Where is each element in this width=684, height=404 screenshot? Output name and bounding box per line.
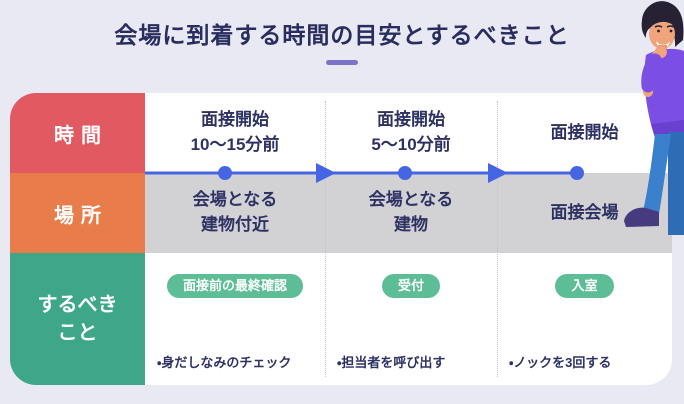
page-title: 会場に到着する時間の目安とするべきこと <box>114 22 570 48</box>
todo-cell-3: 入室 ・ノックを3回する ・30度のお辞儀をして 椅子の横に立つ <box>497 253 672 385</box>
todo-list-1: ・身だしなみのチェック ・会場への行き方の確認 ・想定回答の見直し <box>145 307 325 385</box>
todo-badge-1: 面接前の最終確認 <box>166 274 303 298</box>
todo-cell-1: 面接前の最終確認 ・身だしなみのチェック ・会場への行き方の確認 ・想定回答の見… <box>145 253 325 385</box>
todo-list-2: ・担当者を呼び出す ・名前と面接の 開始時刻を申し出る <box>325 307 497 385</box>
time-cell-3: 面接開始 <box>497 93 672 173</box>
todo-item: ・身だしなみのチェック <box>157 355 292 371</box>
thinking-person-illustration <box>624 1 684 235</box>
title-underline <box>326 60 358 65</box>
todo-badge-3: 入室 <box>555 274 614 298</box>
row-header-time: 時間 <box>10 93 145 173</box>
title-block: 会場に到着する時間の目安とするべきこと <box>0 0 684 65</box>
row-header-todo: するべき こと <box>10 253 145 385</box>
time-cell-2: 面接開始 5〜10分前 <box>325 93 497 173</box>
place-cell-2: 会場となる 建物 <box>325 173 497 253</box>
column-separator <box>497 101 498 377</box>
todo-list-3: ・ノックを3回する ・30度のお辞儀をして 椅子の横に立つ <box>497 307 672 385</box>
row-header-place: 場所 <box>10 173 145 253</box>
todo-badge-2: 受付 <box>381 274 440 298</box>
todo-item: ・ノックを3回する <box>509 355 612 371</box>
schedule-table: 時間 面接開始 10〜15分前 面接開始 5〜10分前 面接開始 場所 会場とな… <box>10 93 672 385</box>
place-cell-1: 会場となる 建物付近 <box>145 173 325 253</box>
todo-item: ・担当者を呼び出す <box>337 355 446 371</box>
todo-cell-2: 受付 ・担当者を呼び出す ・名前と面接の 開始時刻を申し出る <box>325 253 497 385</box>
time-cell-1: 面接開始 10〜15分前 <box>145 93 325 173</box>
column-separator <box>325 101 326 377</box>
